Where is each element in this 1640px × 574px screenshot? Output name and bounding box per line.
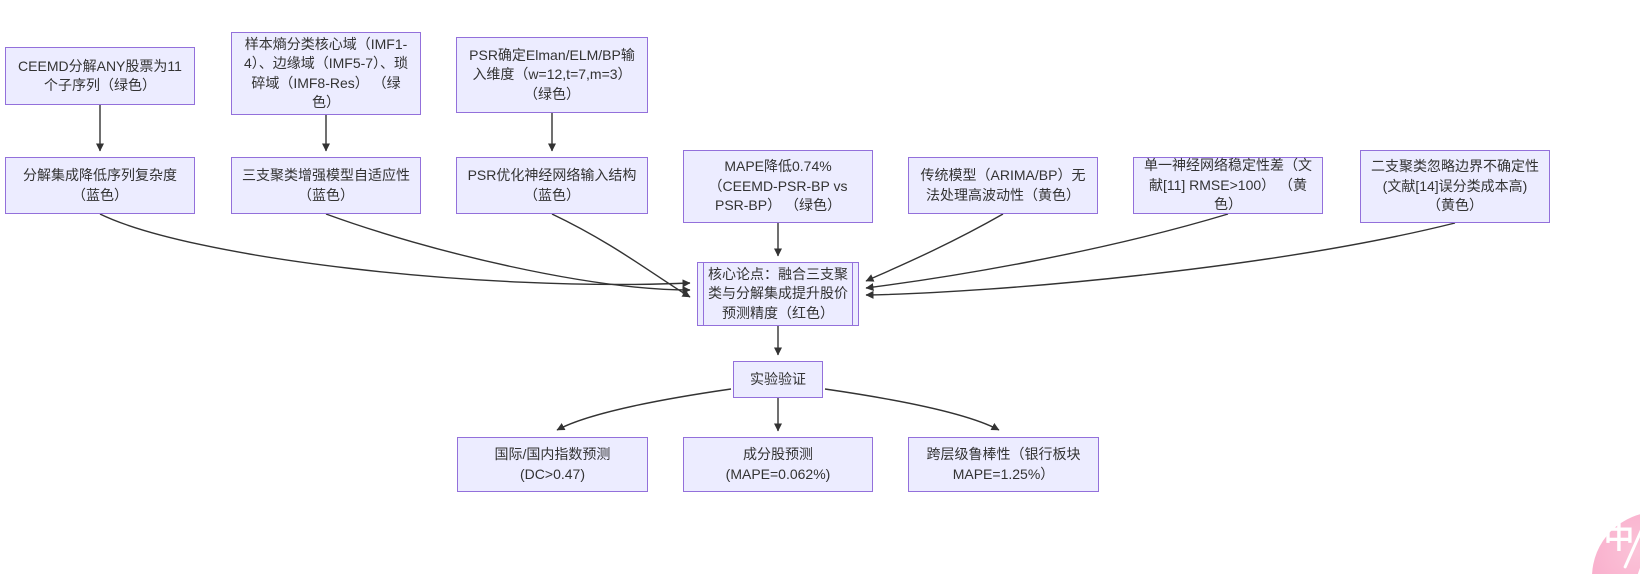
translate-button[interactable]: 中 A [1592,512,1640,574]
flow-node-label: PSR优化神经网络输入结构（蓝色） [467,167,637,203]
flow-node-n2: 样本熵分类核心域（IMF1-4）、边缘域（IMF5-7）、琐碎域（IMF8-Re… [231,32,421,115]
flow-node-label: 分解集成降低序列复杂度（蓝色） [23,167,177,203]
flow-node-label: MAPE降低0.74%（CEEMD-PSR-BP vs PSR-BP） （绿色） [708,158,848,214]
flow-node-label: 跨层级鲁棒性（银行板块 MAPE=1.25%） [926,446,1081,482]
flow-node-b2: 成分股预测 (MAPE=0.062%) [683,437,873,492]
flow-node-label: 核心论点：融合三支聚类与分解集成提升股价预测精度（红色） [708,265,848,321]
edge-m3-core [551,213,691,298]
edge-m7-core [865,222,1456,299]
flow-node-m1: 分解集成降低序列复杂度（蓝色） [5,157,195,214]
flow-node-label: 二支聚类忽略边界不确定性 (文献[14]误分类成本高) （黄色） [1371,158,1539,214]
flow-node-b3: 跨层级鲁棒性（银行板块 MAPE=1.25%） [908,437,1099,492]
flow-node-label: 单一神经网络稳定性差（文献[11] RMSE>100） （黄色） [1144,157,1312,213]
flow-node-label: 传统模型（ARIMA/BP）无法处理高波动性（黄色） [920,167,1086,203]
flow-node-label: 样本熵分类核心域（IMF1-4）、边缘域（IMF5-7）、琐碎域（IMF8-Re… [243,35,409,111]
flow-node-n1: CEEMD分解ANY股票为11个子序列（绿色） [5,47,195,105]
flow-node-m7: 二支聚类忽略边界不确定性 (文献[14]误分类成本高) （黄色） [1360,150,1550,223]
flow-node-core: 核心论点：融合三支聚类与分解集成提升股价预测精度（红色） [697,262,859,326]
flow-node-m4: MAPE降低0.74%（CEEMD-PSR-BP vs PSR-BP） （绿色） [683,150,873,223]
flow-node-label: 三支聚类增强模型自适应性（蓝色） [242,167,410,203]
flow-node-label: 国际/国内指数预测 (DC>0.47) [494,446,611,482]
edge-exp-b3 [824,388,1000,431]
flow-node-label: PSR确定Elman/ELM/BP输入维度（w=12,t=7,m=3） （绿色） [469,46,635,102]
flow-node-exp: 实验验证 [733,361,823,398]
translate-zh-glyph: 中 [1604,522,1634,555]
edge-m5-core [865,213,1004,282]
flow-node-label: CEEMD分解ANY股票为11个子序列（绿色） [18,57,182,94]
flow-node-b1: 国际/国内指数预测 (DC>0.47) [457,437,648,492]
edge-m6-core [865,213,1229,292]
flow-node-m6: 单一神经网络稳定性差（文献[11] RMSE>100） （黄色） [1133,157,1323,214]
flow-node-m2: 三支聚类增强模型自适应性（蓝色） [231,157,421,214]
edge-m2-core [325,213,691,294]
edge-m1-core [99,213,691,288]
flow-node-m3: PSR优化神经网络输入结构（蓝色） [456,157,648,214]
flow-node-n3: PSR确定Elman/ELM/BP输入维度（w=12,t=7,m=3） （绿色） [456,37,648,113]
flow-node-m5: 传统模型（ARIMA/BP）无法处理高波动性（黄色） [908,157,1098,214]
flow-node-label: 实验验证 [750,370,806,387]
translate-en-glyph: A [1637,546,1640,574]
edge-exp-b1 [556,388,732,431]
flow-node-label: 成分股预测 (MAPE=0.062%) [725,446,831,482]
